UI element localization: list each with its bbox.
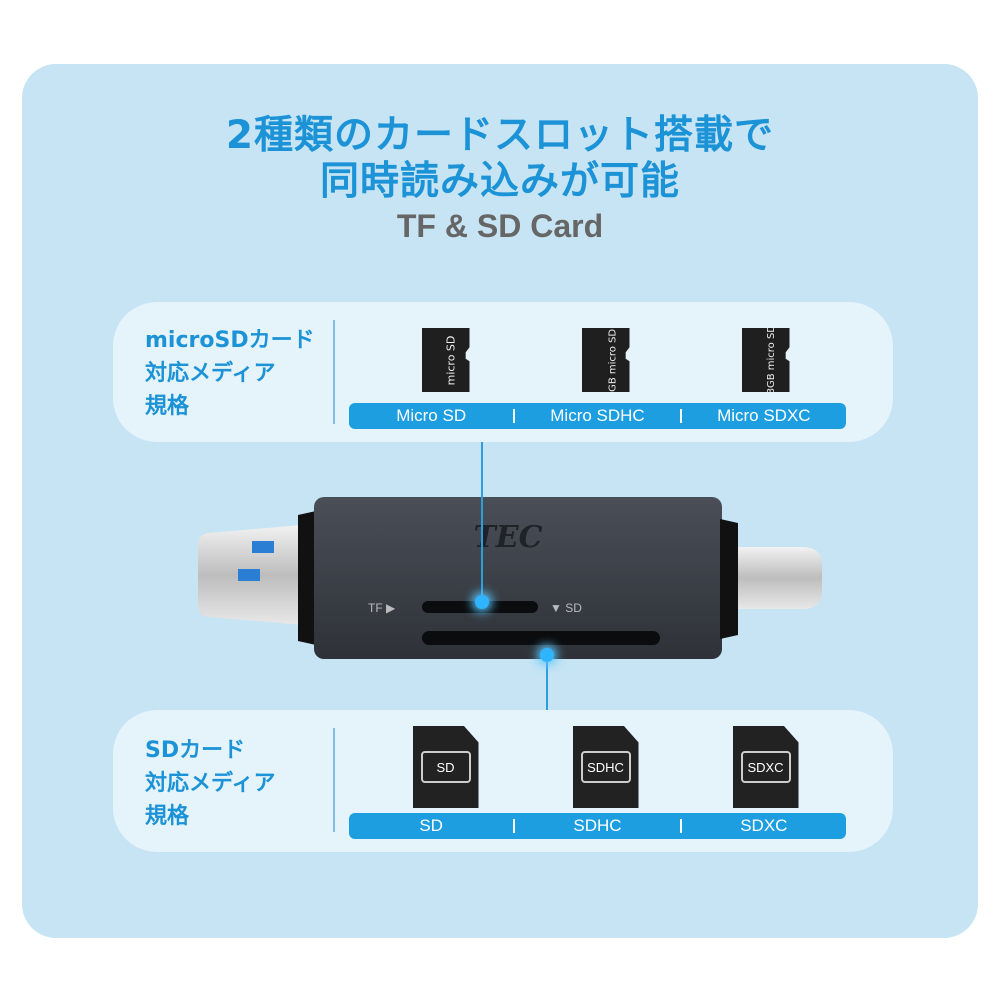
usb-c-plug [738,547,822,609]
sdxc-card-slot-illustration: SDXC [678,726,853,826]
label-line: microSDカード [145,328,315,353]
brand-logo: TEC [473,520,542,555]
sdhc-card-slot-illustration: SDHC [518,726,693,826]
microsd-standards-bar: Micro SD Micro SDHC Micro SDXC [349,403,846,429]
standard-label: Micro SD [396,406,467,425]
tf-pointer-dot [475,595,489,609]
reader-body [314,497,722,659]
label-line: 対応メディア [145,361,276,386]
bar-separator [679,409,682,423]
sd-card-icon: SD [412,726,479,808]
card-reader-device: TEC TF ▶ ▼ SD [198,497,822,659]
tf-slot-label: TF ▶ [368,601,396,615]
usb-a-plug [198,525,302,625]
card-print: SD [420,751,471,783]
label-line: 対応メディア [145,771,276,796]
bar-separator [513,819,516,833]
microsd-card-row: micro SD 16GB micro SDHC 128GB micro SDX… [338,326,868,426]
standard-label: Micro SDHC [550,406,645,425]
subtitle: TF & SD Card [396,208,604,244]
sd-slot-label: ▼ SD [550,601,582,615]
sd-pointer-dot [540,648,554,662]
microsdhc-card-icon: 16GB micro SDHC [581,328,630,392]
standard-label: SDXC [740,816,788,835]
sd-section-label: SDカード 対応メディア 規格 [145,734,275,833]
microsd-section-label: microSDカード 対応メディア 規格 [145,324,315,423]
label-line: 規格 [145,804,190,829]
card-print: 16GB micro SDHC [607,314,619,405]
sdhc-card-icon: SDHC [572,726,639,808]
section-divider [333,728,335,832]
label-line: 規格 [145,394,190,419]
headline-line-1: 2種類のカードスロット搭載で [225,113,775,158]
microsd-card-slot: micro SD [358,326,533,426]
sd-card-row: SD SDHC SDXC [338,726,868,826]
bar-separator [513,409,516,423]
standard-label: SD [419,816,443,835]
sd-pointer-line [546,656,548,712]
headline-line-2: 同時読み込みが可能 [319,159,680,204]
microsdxc-card-slot: 128GB micro SDXC [678,326,853,426]
section-divider [333,320,335,424]
card-print: 128GB micro SDXC [765,311,777,408]
bar-separator [679,819,682,833]
sd-card-slot[interactable] [422,631,660,645]
card-print: micro SD [443,335,457,386]
sd-standards-bar: SD SDHC SDXC [349,813,846,839]
sd-card-slot-illustration: SD [358,726,533,826]
standard-label: SDHC [573,816,622,835]
microsdxc-card-icon: 128GB micro SDXC [741,328,790,392]
tf-pointer-line [481,442,483,600]
microsdhc-card-slot: 16GB micro SDHC [518,326,693,426]
microsd-card-icon: micro SD [421,328,470,392]
card-print: SDXC [740,751,791,783]
label-line: SDカード [145,738,246,763]
sdxc-card-icon: SDXC [732,726,799,808]
standard-label: Micro SDXC [717,406,811,425]
card-print: SDHC [580,751,631,783]
